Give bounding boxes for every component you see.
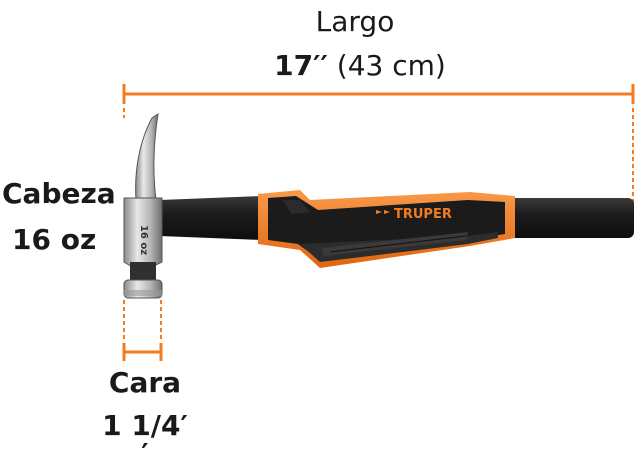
truper-logo: TRUPER [376, 207, 452, 222]
length-value: 17′′ (43 cm) [220, 52, 500, 80]
hammer-illustration: TRUPER 16 oz [122, 84, 635, 361]
face-dimension-line [122, 300, 163, 361]
brand-text: TRUPER [394, 207, 452, 222]
face-size-title: Cara [108, 366, 182, 399]
handle-grip [258, 190, 515, 268]
length-value-inches: 17′′ [274, 49, 328, 82]
handle-shaft [160, 196, 262, 240]
length-dimension-line [122, 84, 635, 210]
length-title: Largo [315, 5, 395, 38]
head-weight-title: Cabeza [2, 177, 116, 210]
head-stamp: 16 oz [138, 225, 149, 255]
hammer-head: 16 oz [123, 112, 163, 299]
length-value-cm: (43 cm) [336, 49, 446, 82]
head-weight-value: 16 oz [12, 223, 97, 256]
